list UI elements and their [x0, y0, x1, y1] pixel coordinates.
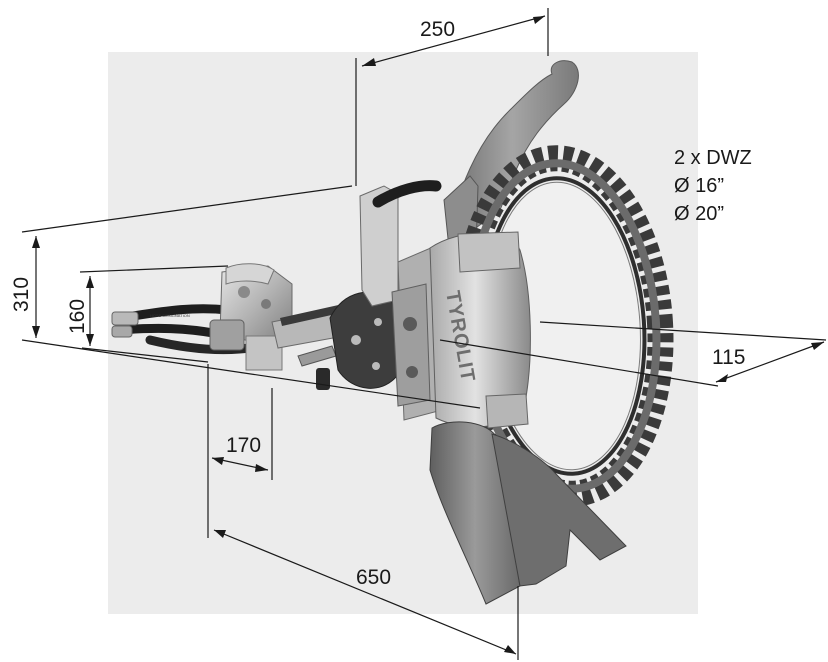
drive-flange	[329, 291, 401, 389]
dimension-lines	[21, 8, 827, 660]
dim-250: 250	[420, 18, 455, 41]
dim-160: 160	[66, 299, 89, 334]
dimension-arrowheads	[32, 16, 824, 654]
blade-spec-line-1: 2 x DWZ	[674, 147, 752, 169]
hose-label: HOSE DESIGNATION	[150, 313, 190, 318]
blade-spec-line-3: Ø 20”	[674, 203, 724, 225]
dim-115: 115	[712, 346, 745, 369]
dim-650: 650	[356, 566, 391, 589]
blade-shoe	[429, 421, 627, 605]
blade-spec-line-2: Ø 16”	[674, 175, 724, 197]
carry-handle	[372, 180, 442, 208]
dark-rod	[280, 302, 354, 326]
wall-saw-machine: HOSE DESIGNATION	[111, 60, 674, 605]
dim-170: 170	[226, 434, 261, 457]
blade-guard: TYROLIT	[429, 231, 531, 429]
dim-310: 310	[10, 277, 33, 312]
